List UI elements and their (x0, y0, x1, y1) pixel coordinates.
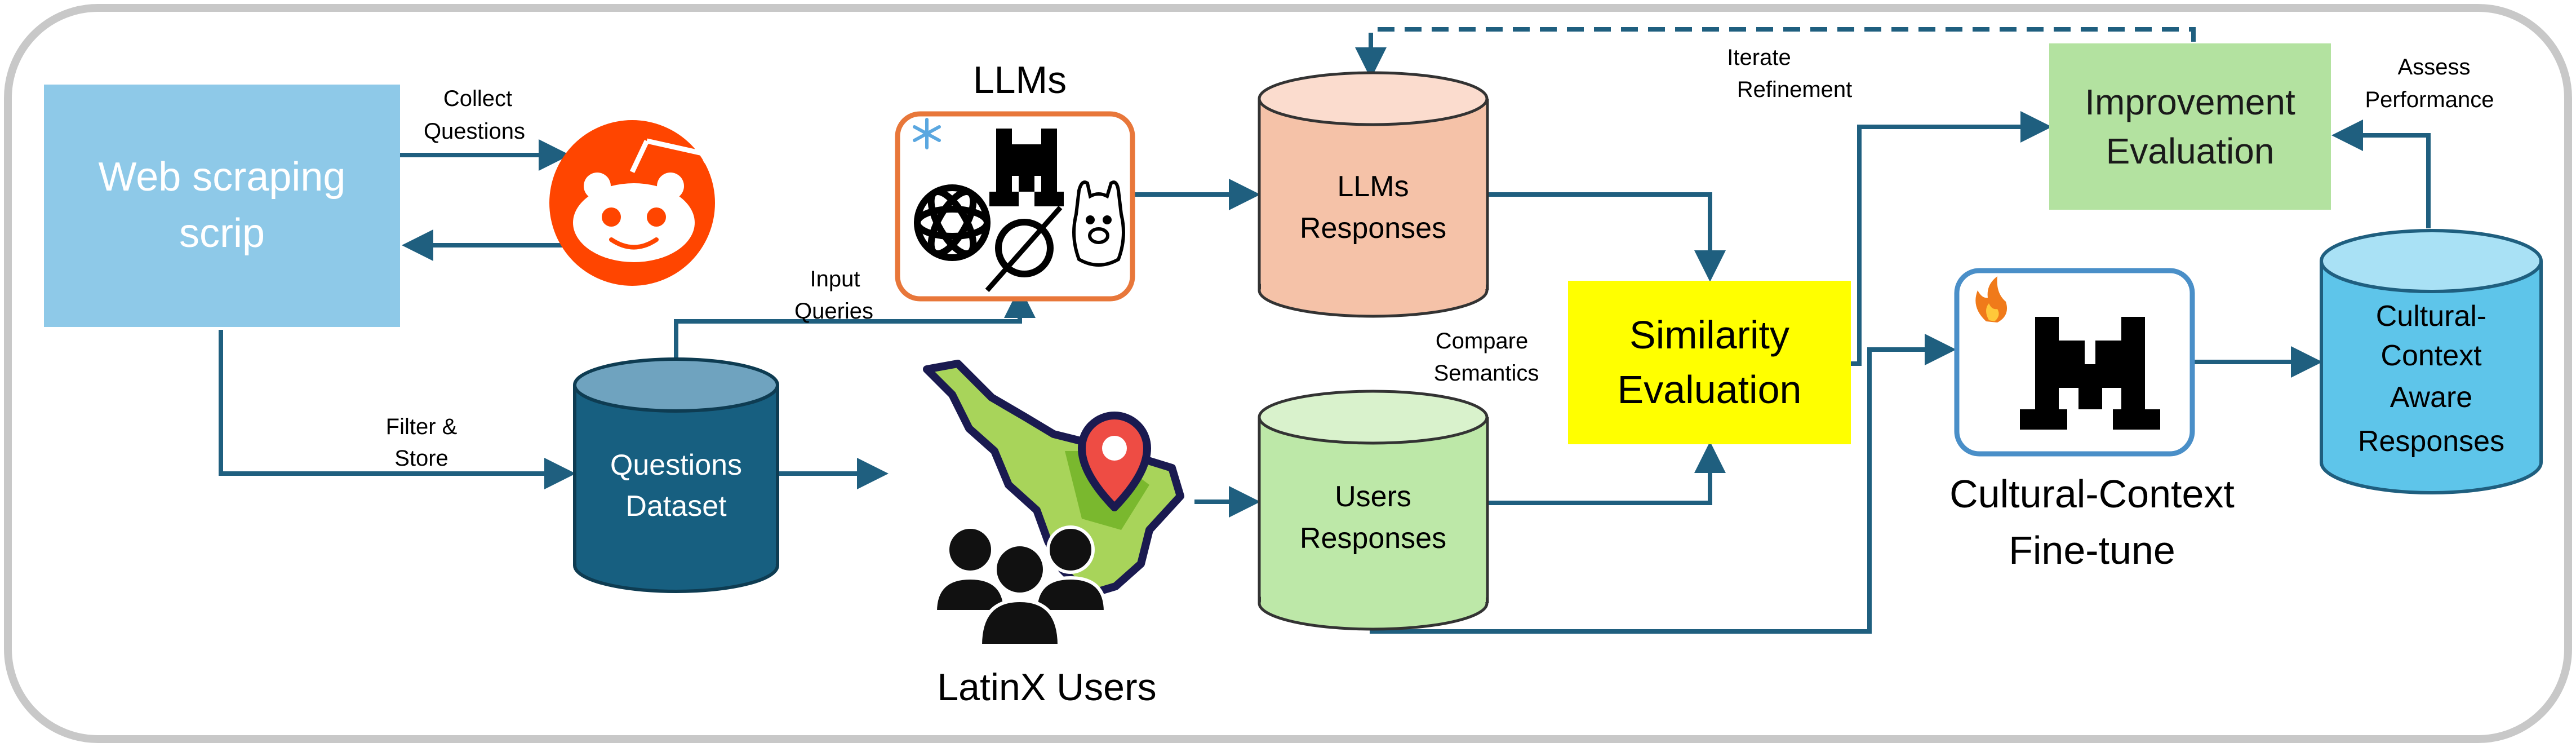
iterate-refinement-label: Iterate (1727, 45, 1791, 70)
iterate-refinement-label-2: Refinement (1737, 77, 1853, 102)
improvement-evaluation-label: Improvement (2085, 82, 2295, 122)
arrow-llm-resp-similarity (1487, 192, 1726, 282)
arrow-input-queries (674, 286, 1036, 360)
web-scraping-box (44, 85, 400, 327)
input-queries-label-2: Queries (794, 299, 873, 324)
similarity-evaluation-label: Similarity (1629, 313, 1789, 357)
arrow-similarity-improvement (1851, 111, 2052, 366)
assess-performance-label-2: Performance (2365, 87, 2494, 112)
reddit-icon (549, 120, 727, 286)
mistral-icon (989, 129, 1064, 206)
compare-semantics-label: Compare (1436, 329, 1529, 353)
questions-dataset-cylinder (573, 357, 779, 593)
questions-dataset-label: Questions (610, 449, 742, 481)
users-responses-label-2: Responses (1300, 522, 1446, 555)
snowflake-icon (913, 118, 941, 149)
cultural-responses-label-2: Context (2380, 339, 2482, 372)
cultural-responses-cylinder (2320, 229, 2543, 494)
mistral-finetuned-icon (2020, 317, 2160, 430)
fine-tune-label-2: Fine-tune (2009, 528, 2175, 572)
filter-store-label-2: Store (394, 446, 448, 471)
web-scraping-label: Web scraping (99, 154, 346, 200)
users-responses-label: Users (1335, 480, 1411, 513)
llms-title: LLMs (973, 59, 1067, 101)
cultural-responses-label-3: Aware (2390, 381, 2472, 414)
openai-icon (914, 184, 991, 261)
users-group-icon (933, 525, 1108, 647)
cultural-responses-label: Cultural- (2376, 300, 2487, 333)
arrow-filter-store (219, 330, 576, 489)
llms-responses-cylinder (1258, 71, 1489, 318)
connectors (219, 27, 2431, 634)
llms-responses-label: LLMs (1337, 170, 1409, 203)
input-queries-label: Input (810, 267, 860, 291)
improvement-evaluation-label-2: Evaluation (2106, 131, 2275, 171)
users-responses-cylinder (1258, 390, 1489, 631)
arrow-iterate-refinement (1355, 27, 2196, 79)
collect-questions-label-2: Questions (424, 119, 525, 144)
llms-responses-label-2: Responses (1300, 212, 1446, 245)
location-pin-icon (1078, 412, 1151, 511)
filter-store-label: Filter & (386, 414, 458, 439)
questions-dataset-label-2: Dataset (625, 490, 727, 523)
cultural-responses-label-4: Responses (2358, 425, 2504, 458)
llama-icon (1072, 180, 1125, 267)
perplexity-icon (985, 206, 1063, 292)
similarity-evaluation-box (1568, 281, 1851, 444)
latinx-users-label: LatinX Users (937, 666, 1156, 709)
similarity-evaluation-label-2: Evaluation (1618, 368, 1802, 412)
assess-performance-label: Assess (2398, 55, 2471, 79)
fine-tune-label: Cultural-Context (1949, 472, 2235, 516)
compare-semantics-label-2: Semantics (1434, 361, 1539, 386)
improvement-evaluation-box (2049, 43, 2331, 210)
web-scraping-label-2: scrip (179, 211, 265, 256)
fire-icon (1975, 276, 2007, 322)
arrow-users-resp-similarity (1487, 441, 1726, 505)
arrow-assess-performance (2331, 120, 2431, 228)
collect-questions-label: Collect (443, 86, 512, 111)
